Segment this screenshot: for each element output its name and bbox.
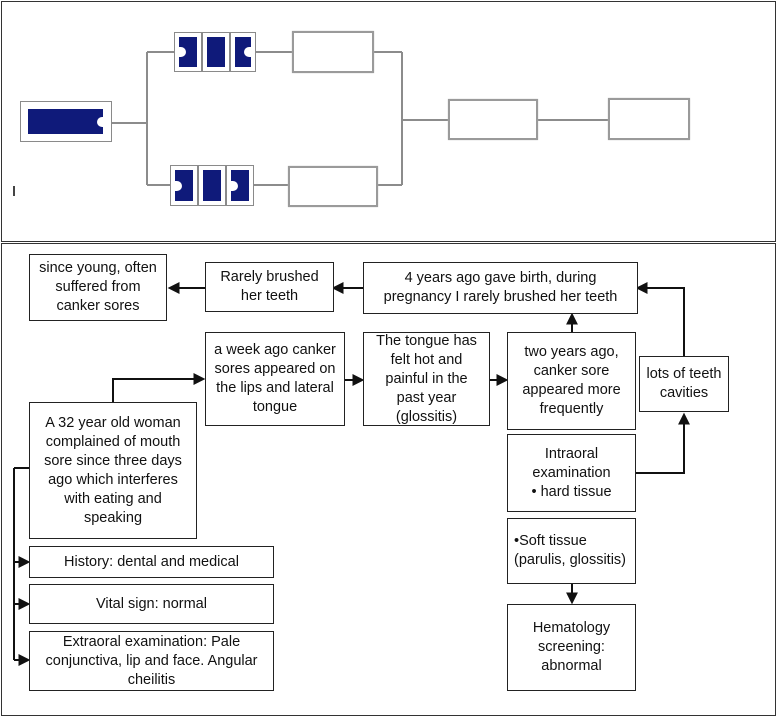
node-hematology: Hematology screening: abnormal <box>507 604 636 691</box>
top-lower-cell-1 <box>170 165 198 206</box>
node-since-young: since young, often suffered from canker … <box>29 254 167 321</box>
top-connectors <box>13 51 608 196</box>
top-lower-cell-3 <box>226 165 254 206</box>
node-gave-birth: 4 years ago gave birth, during pregnancy… <box>363 262 638 314</box>
top-empty-box-1 <box>292 31 374 73</box>
top-empty-box-4 <box>608 98 690 140</box>
top-empty-box-2 <box>288 166 378 207</box>
node-rarely-brushed: Rarely brushed her teeth <box>205 262 334 312</box>
node-extraoral: Extraoral examination: Pale conjunctiva,… <box>29 631 274 691</box>
top-upper-cell-3 <box>230 32 256 72</box>
top-lower-cell-2 <box>198 165 226 206</box>
intraoral-bullet: • hard tissue <box>531 483 612 500</box>
node-week-ago: a week ago canker sores appeared on the … <box>205 332 345 426</box>
intraoral-title: Intraoral examination <box>532 445 611 481</box>
top-start-block <box>20 101 112 142</box>
node-history: History: dental and medical <box>29 546 274 578</box>
node-two-years: two years ago, canker sore appeared more… <box>507 332 636 430</box>
top-empty-box-3 <box>448 99 538 140</box>
node-soft-tissue: •Soft tissue (parulis, glossitis) <box>507 518 636 584</box>
node-tongue-hot: The tongue has felt hot and painful in t… <box>363 332 490 426</box>
node-teeth-cavities: lots of teeth cavities <box>639 356 729 412</box>
top-upper-cell-1 <box>174 32 202 72</box>
node-vital-sign: Vital sign: normal <box>29 584 274 624</box>
node-intraoral: Intraoral examination • hard tissue <box>507 434 636 512</box>
node-woman-32: A 32 year old woman complained of mouth … <box>29 402 197 539</box>
top-upper-cell-2 <box>202 32 230 72</box>
